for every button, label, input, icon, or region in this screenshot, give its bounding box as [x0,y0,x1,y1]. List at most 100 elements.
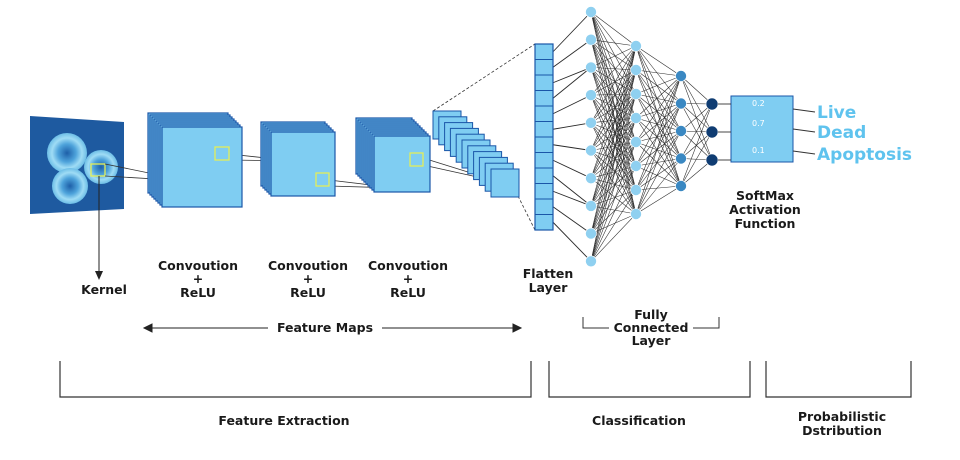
feature-window-1 [214,146,230,161]
fc-edge [590,45,637,96]
fc-edge [680,159,713,187]
fc-edge [680,131,713,187]
input-node [585,227,597,240]
input-node [585,33,597,46]
cell-2 [84,150,118,184]
conv-2-plus: + [303,271,313,286]
feature-extraction-bracket [59,361,532,398]
conv-2-relu: ReLU [290,285,326,300]
fc-edge [590,67,637,119]
cell-3 [52,168,88,204]
section-brackets [59,361,912,398]
feature-window-2 [315,172,330,187]
fc-edge [590,11,637,47]
probabilistic-bracket [765,361,912,398]
hidden1-node [630,136,642,148]
fc-edge [590,117,637,207]
fc-edge [590,45,637,262]
fc-edge [590,213,637,262]
fc-edge [590,39,637,191]
fc-edge [590,67,637,191]
fc-edge [590,141,637,234]
fc-edge [635,93,682,104]
fc-edge [590,94,637,119]
input-node [585,200,597,212]
output-label-live: Live [817,103,856,123]
fc-edge [590,45,637,206]
fc-edge [590,94,637,191]
fc-edge [590,93,637,151]
fc-edge [590,93,637,124]
fc-edge [590,150,637,215]
fc-edge [590,117,637,124]
fc-edge [590,94,637,143]
fc-edge [590,141,637,179]
probabilistic-label-1: Probabilistic [798,409,886,424]
fc-edge [590,45,637,123]
fc-edge [590,165,637,234]
fc-edge [590,93,637,234]
fc-edge [635,165,682,187]
flatten-label-line-1: Flatten [523,266,574,281]
fc-edge [590,122,637,191]
fc-edge [590,69,637,151]
hidden2-node [675,180,687,192]
output-label-apoptosis: Apoptosis [817,145,912,165]
kernel-pointer-arrow [95,271,103,280]
cell-1 [47,133,87,173]
hidden1-node [630,184,642,196]
input-node [585,61,597,74]
flatten-edge [552,11,592,53]
classification-label: Classification [592,413,686,428]
flatten-layer [534,43,554,231]
output-node [705,153,719,167]
fc-edge [590,39,637,167]
flatten-edge [552,122,592,130]
fc-edge [635,117,682,132]
flatten-edge [552,66,592,84]
fully-connected-label-2: Connected [614,320,689,335]
fc-edge [590,45,637,234]
feature-map-stack-1 [147,112,243,208]
fc-edge [590,67,637,167]
fc-edge [590,69,637,206]
fc-edge [590,122,637,143]
output-prob-dead: 0.7 [752,119,765,128]
softmax-label-2: Activation [729,202,801,217]
fc-edge [590,117,637,234]
softmax-label-1: SoftMax [736,188,794,203]
fc-edge [590,141,637,151]
fc-edge [635,158,682,215]
softmax-box [730,95,794,163]
fc-edge [635,75,682,119]
hidden1-node [630,112,642,124]
fc-edge [590,117,637,262]
fc-edge [590,141,637,262]
fc-edge [635,45,682,104]
fc-edge [590,69,637,123]
fc-edge [590,67,637,143]
hidden1-node [630,88,642,100]
hidden1-node [630,64,642,76]
output-node [705,97,719,111]
input-node [585,172,597,184]
fully-connected-label-1: Fully [634,307,668,322]
conv-3-relu: ReLU [390,285,426,300]
conv-3-plus: + [403,271,413,286]
fc-edge [680,103,713,159]
kernel-label: Kernel [81,282,127,297]
fc-edge [635,117,682,187]
fc-edge [635,93,682,132]
fc-edge [590,39,637,95]
fc-edge [590,45,637,151]
input-node [585,117,597,129]
flatten-edge [552,190,592,207]
input-node [585,89,597,101]
fc-edge [590,122,637,167]
fc-edge [635,130,682,143]
fc-edge [635,75,682,95]
fc-edge [590,39,637,47]
input-node [585,6,597,18]
softmax-out-line [792,150,816,155]
